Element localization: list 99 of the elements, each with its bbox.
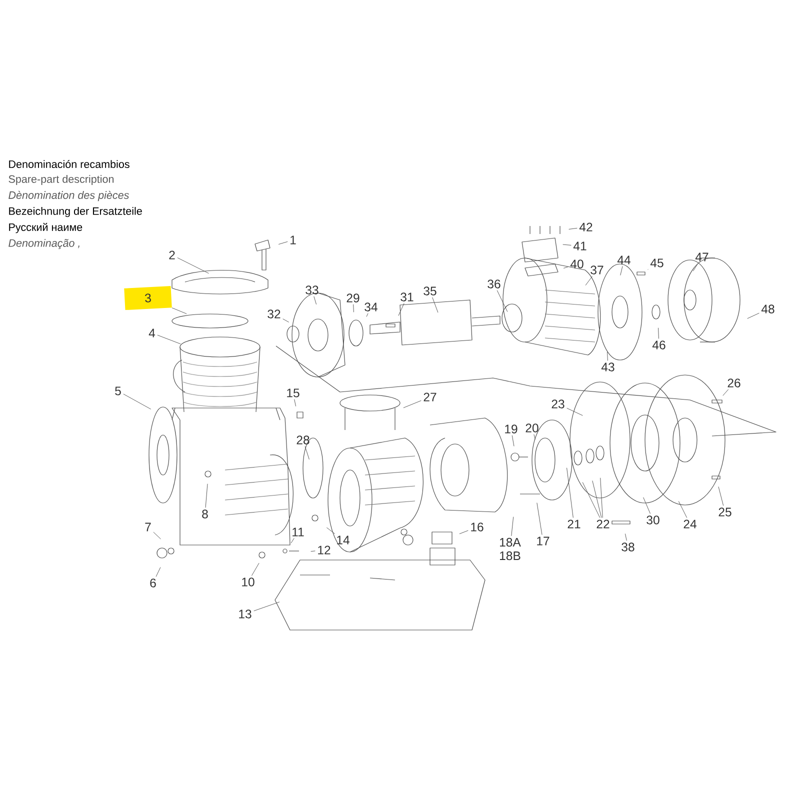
callout-number: 4 bbox=[148, 328, 156, 338]
leader-line bbox=[562, 244, 572, 246]
heading-text: Русский наиме bbox=[9, 222, 82, 234]
leader-line bbox=[459, 530, 468, 534]
leader-line bbox=[326, 527, 336, 534]
callout-number: 6 bbox=[150, 578, 156, 588]
callout-number: 5 bbox=[115, 386, 121, 396]
callout-number: 24 bbox=[684, 520, 696, 528]
leader-line bbox=[643, 497, 651, 514]
leader-line bbox=[568, 228, 578, 230]
callout-number: 2 bbox=[169, 250, 175, 260]
callout-number: 36 bbox=[488, 280, 500, 288]
callout-number: 44 bbox=[617, 256, 630, 264]
leader-line bbox=[290, 538, 294, 544]
callout-number: 15 bbox=[287, 388, 300, 398]
leader-line bbox=[432, 297, 438, 313]
callout-number: 37 bbox=[590, 266, 604, 274]
leader-line bbox=[304, 446, 310, 460]
leader-line bbox=[310, 550, 316, 552]
callout-number: 26 bbox=[728, 378, 740, 388]
callout-number: 38 bbox=[622, 542, 634, 552]
callout-number: 41 bbox=[573, 242, 586, 250]
callout-number: 10 bbox=[242, 578, 254, 586]
leader-line bbox=[205, 484, 208, 508]
leader-line bbox=[585, 276, 592, 286]
leader-line bbox=[718, 486, 724, 506]
callout-number: 21 bbox=[568, 520, 580, 528]
callout-number: 16 bbox=[471, 522, 484, 532]
callout-number: 19 bbox=[505, 424, 518, 434]
leader-line bbox=[592, 480, 602, 518]
callout-number: 40 bbox=[570, 260, 584, 268]
leader-line bbox=[251, 562, 260, 576]
heading-text: Denominación recambios bbox=[9, 160, 130, 168]
heading-text: Dènomination des pièces bbox=[8, 190, 129, 202]
leader-line bbox=[123, 394, 152, 410]
leader-line bbox=[294, 399, 296, 406]
callout-number: 13 bbox=[239, 610, 252, 618]
highlighted-callout-number: 3 bbox=[124, 286, 172, 310]
heading-text: Denominação , bbox=[8, 238, 80, 250]
callout-number: 31 bbox=[400, 292, 414, 302]
leader-line bbox=[157, 334, 181, 344]
leader-line bbox=[620, 266, 623, 276]
leader-line bbox=[563, 266, 568, 268]
leader-line bbox=[278, 241, 288, 245]
callout-number: 33 bbox=[306, 286, 318, 294]
callout-number: 1 bbox=[290, 236, 296, 244]
leader-line bbox=[496, 290, 508, 312]
callout-number: 17 bbox=[537, 536, 550, 546]
leader-line bbox=[398, 303, 404, 316]
heading-text: Spare-part description bbox=[8, 174, 114, 186]
callout-number: 28 bbox=[296, 436, 310, 444]
callout-number: 34 bbox=[364, 302, 378, 312]
callout-number: 12 bbox=[318, 546, 330, 554]
callout-number: 32 bbox=[268, 310, 280, 318]
callout-number: 22 bbox=[596, 520, 610, 528]
leader-line bbox=[607, 352, 608, 361]
leader-line bbox=[511, 516, 514, 536]
leader-line bbox=[582, 482, 600, 518]
leader-line bbox=[366, 313, 368, 317]
leader-line bbox=[353, 304, 354, 312]
callout-number: 42 bbox=[579, 222, 592, 232]
leader-line bbox=[678, 501, 688, 518]
callout-number: 8 bbox=[202, 510, 208, 518]
heading-text: Bezeichnung der Ersatzteile bbox=[9, 206, 142, 218]
callout-number: 14 bbox=[337, 536, 350, 544]
callout-number: 29 bbox=[346, 294, 360, 302]
leader-line bbox=[534, 434, 536, 440]
callout-number: 45 bbox=[650, 258, 664, 268]
callout-number: 47 bbox=[695, 252, 708, 262]
callout-number: 11 bbox=[292, 528, 304, 536]
leader-line bbox=[403, 400, 422, 408]
leader-line bbox=[747, 312, 760, 319]
leader-line bbox=[536, 502, 542, 536]
leader-line bbox=[692, 263, 698, 272]
callout-number: 43 bbox=[601, 362, 614, 372]
callout-number: 25 bbox=[718, 508, 732, 516]
callout-number: 20 bbox=[526, 424, 538, 432]
callout-number: 23 bbox=[552, 400, 564, 408]
callout-number: 35 bbox=[424, 286, 436, 296]
callout-number: 30 bbox=[646, 516, 660, 524]
leader-line bbox=[600, 478, 603, 518]
leader-line bbox=[658, 328, 659, 339]
leader-line bbox=[314, 296, 317, 305]
callout-number: 27 bbox=[424, 392, 436, 402]
callout-number: 7 bbox=[145, 522, 151, 532]
leader-line bbox=[566, 408, 583, 416]
leader-line bbox=[282, 318, 290, 322]
leader-line bbox=[566, 468, 574, 518]
leader-line bbox=[153, 532, 161, 540]
callout-number: 46 bbox=[652, 340, 666, 350]
leader-line bbox=[172, 308, 187, 314]
leader-line bbox=[177, 257, 209, 274]
leader-line bbox=[512, 435, 514, 446]
leader-line bbox=[722, 389, 729, 396]
callout-number: 18A 18B bbox=[500, 538, 521, 560]
leader-line bbox=[254, 602, 280, 612]
leader-line bbox=[156, 567, 161, 577]
callout-number: 48 bbox=[761, 304, 774, 314]
leader-line bbox=[624, 534, 627, 541]
